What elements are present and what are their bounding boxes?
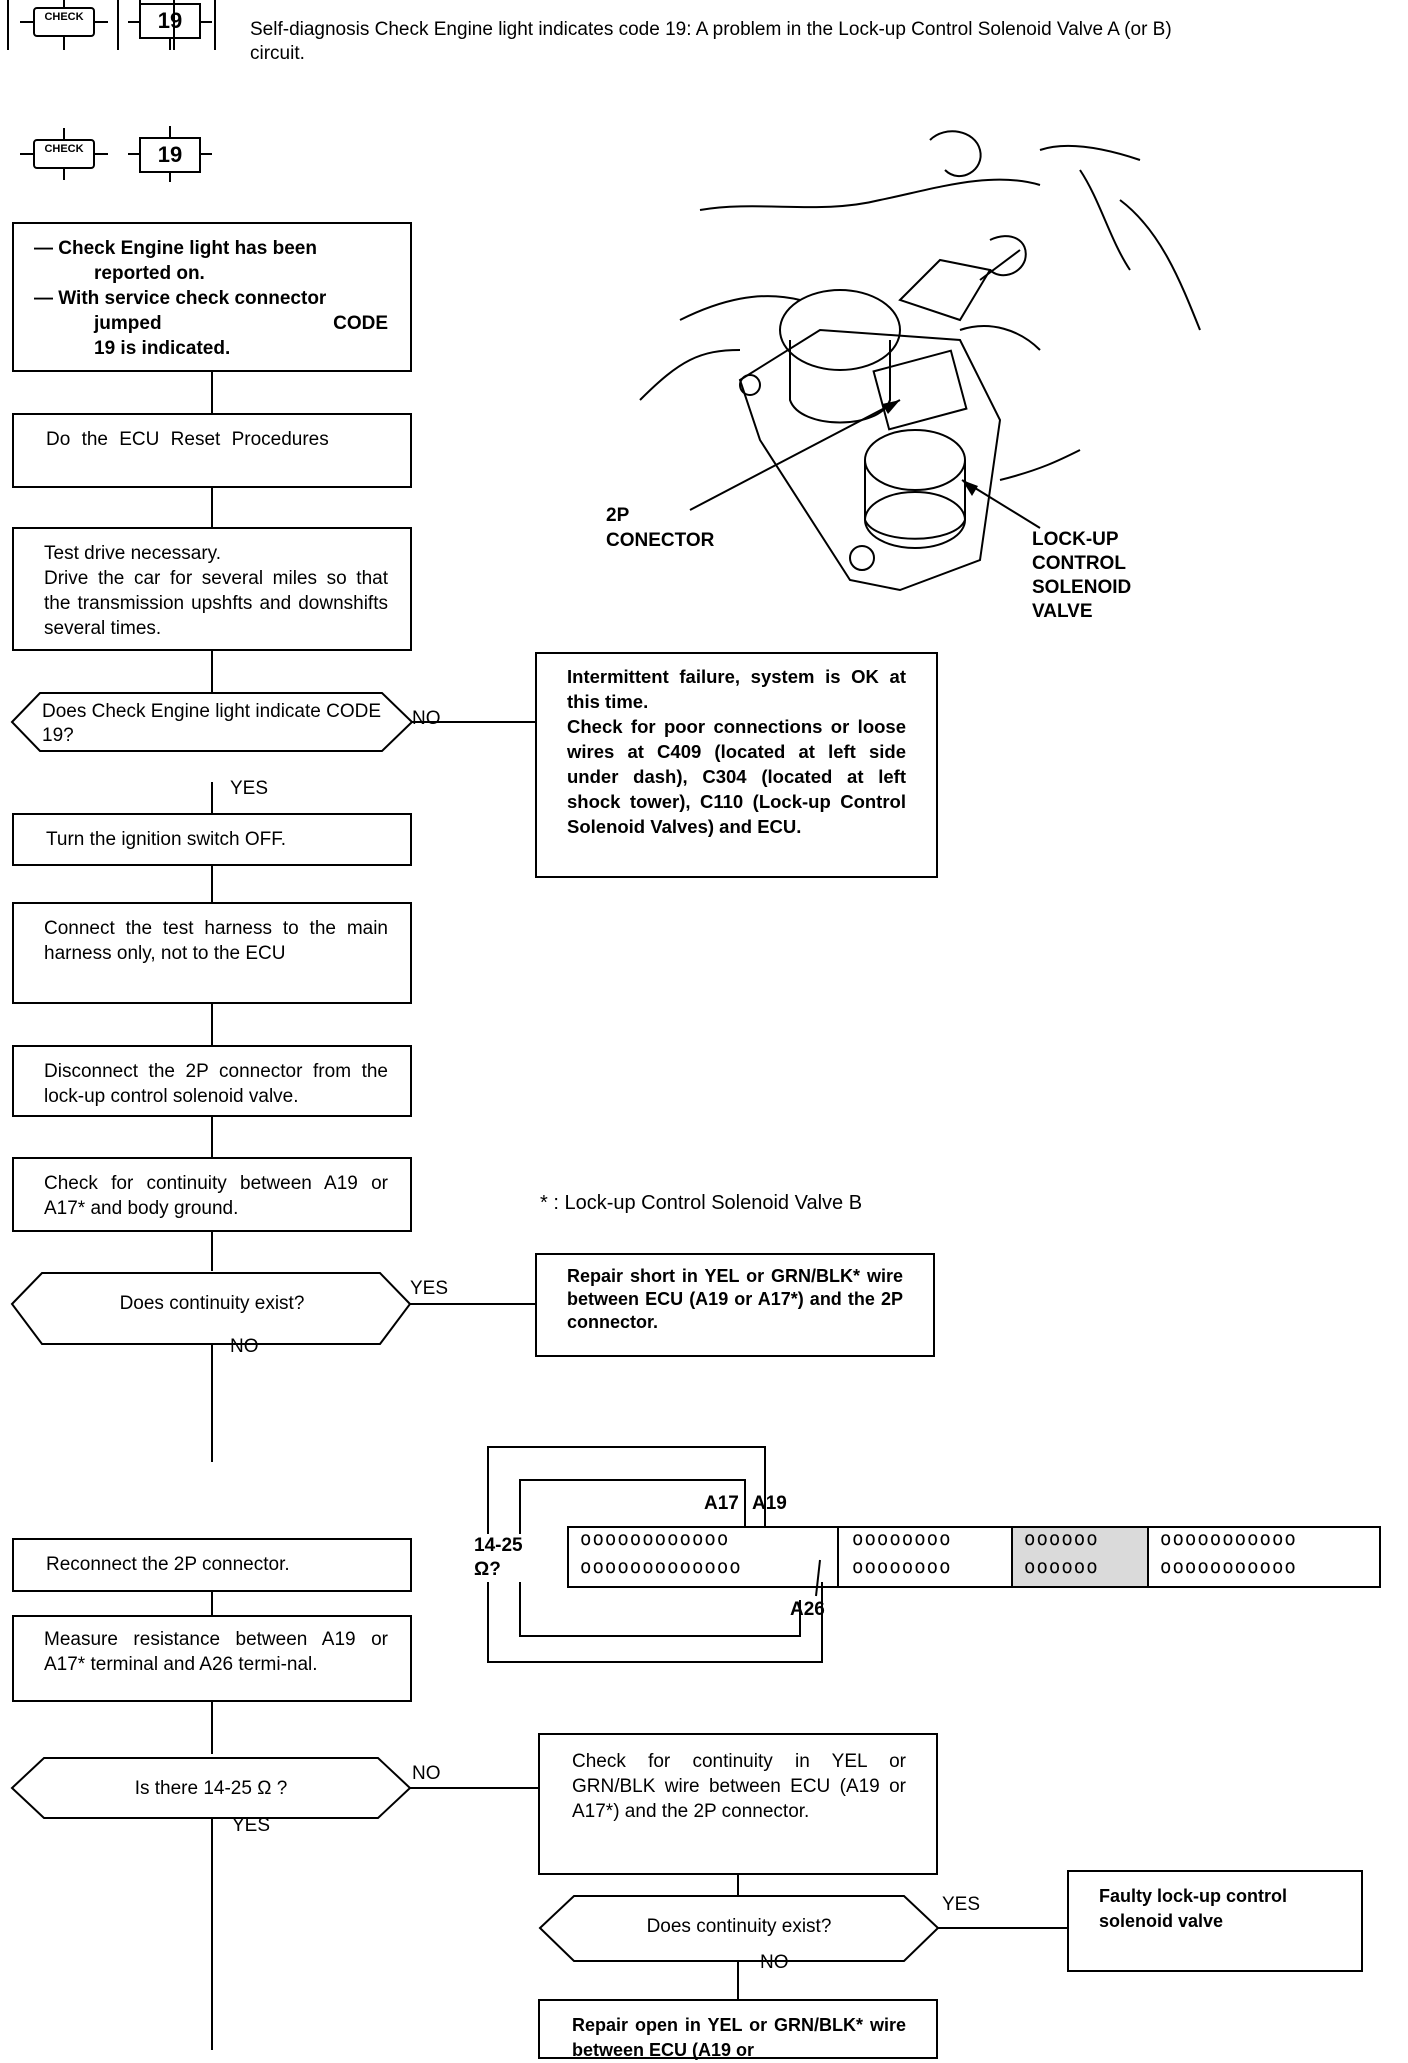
decision-3-no: NO bbox=[412, 1763, 441, 1784]
resistance-label: 14-25 Ω? bbox=[474, 1534, 523, 1582]
check-engine-icon-top bbox=[20, 0, 108, 50]
symptom-jumped: jumped bbox=[94, 313, 162, 334]
page-title: Self-diagnosis Check Engine light indica… bbox=[250, 18, 1408, 66]
label-lockup-valve: LOCK-UP CONTROL SOLENOID VALVE bbox=[1032, 529, 1132, 622]
connector-shaded-section bbox=[1013, 1528, 1147, 1586]
pin-row-b-bottom: oooooooo bbox=[852, 1556, 952, 1578]
pin-label-a26: A26 bbox=[790, 1599, 825, 1620]
connector-pinout-diagram bbox=[487, 1446, 1381, 1663]
decision-shape-2 bbox=[10, 1272, 412, 1345]
label-2p-connector: 2P CONECTOR bbox=[606, 505, 715, 551]
pin-label-a19: A19 bbox=[752, 1493, 787, 1514]
pin-row-a-top: oooooooooooo bbox=[580, 1528, 730, 1550]
faulty-valve-box: Faulty lock-up control solenoid valve bbox=[1067, 1870, 1363, 1972]
decision-2-text: Does continuity exist? bbox=[119, 1293, 305, 1314]
symptom-line-3: — With service check connector bbox=[34, 288, 327, 309]
pin-row-b-top: oooooooo bbox=[852, 1528, 952, 1550]
decision-4-no: NO bbox=[760, 1952, 789, 1973]
page-title-line-1: Self-diagnosis Check Engine light indica… bbox=[250, 19, 1172, 40]
symptom-line-2: reported on. bbox=[94, 263, 205, 284]
decision-3-yes: YES bbox=[232, 1815, 271, 1836]
pin-row-c-bottom: oooooo bbox=[1024, 1556, 1099, 1578]
code-badge-chart bbox=[128, 126, 212, 182]
intermittent-failure-box: Intermittent failure, system is OK at th… bbox=[535, 652, 938, 878]
code-badge-chart-text: 19 bbox=[157, 142, 183, 167]
decision-1-text: Does Check Engine light indicate CODE 19… bbox=[42, 701, 382, 746]
decision-4-text: Does continuity exist? bbox=[646, 1916, 832, 1937]
arrowhead-valve bbox=[962, 480, 978, 496]
decision-shape-4 bbox=[538, 1895, 940, 1962]
decision-1-yes: YES bbox=[230, 778, 269, 799]
decision-2-yes: YES bbox=[410, 1278, 449, 1299]
decision-shape-1 bbox=[10, 692, 414, 752]
step-symptom-box: — Check Engine light has been reported o… bbox=[12, 222, 412, 372]
check-icon-label-top: CHECK bbox=[44, 11, 84, 23]
repair-short-box: Repair short in YEL or GRN/BLK* wire bet… bbox=[535, 1253, 935, 1357]
check-engine-icon-chart bbox=[20, 128, 108, 180]
pin-row-a-bottom: ooooooooooooo bbox=[580, 1556, 742, 1578]
code-badge-top-text: 19 bbox=[157, 8, 183, 33]
step-reconnect-2p: Reconnect the 2P connector. bbox=[12, 1538, 412, 1592]
step-disconnect-2p: Disconnect the 2P connector from the loc… bbox=[12, 1045, 412, 1117]
step-measure-resistance: Measure resistance between A19 or A17* t… bbox=[12, 1615, 412, 1702]
decision-3-text: Is there 14-25 Ω ? bbox=[134, 1778, 288, 1799]
pin-row-d-top: ooooooooooo bbox=[1160, 1528, 1297, 1550]
decision-1-no: NO bbox=[412, 708, 441, 729]
step-ignition-off: Turn the ignition switch OFF. bbox=[12, 813, 412, 866]
footnote-valve-b: * : Lock-up Control Solenoid Valve B bbox=[540, 1192, 863, 1214]
step-check-continuity-ground: Check for continuity between A19 or A17*… bbox=[12, 1157, 412, 1232]
decision-4-yes: YES bbox=[942, 1894, 981, 1915]
step-connect-harness: Connect the test harness to the main har… bbox=[12, 902, 412, 1004]
decision-2-no: NO bbox=[230, 1336, 259, 1357]
repair-open-box: Repair open in YEL or GRN/BLK* wire betw… bbox=[538, 1999, 938, 2060]
symptom-code: CODE bbox=[333, 313, 388, 334]
solenoid-valve-illustration bbox=[639, 130, 1201, 592]
symptom-line-1: — Check Engine light has been bbox=[34, 238, 317, 259]
arrowhead-connector bbox=[882, 400, 900, 414]
pin-row-d-bottom: ooooooooooo bbox=[1160, 1556, 1297, 1578]
page-title-line-2: circuit. bbox=[250, 43, 305, 64]
step-ecu-reset: Do the ECU Reset Procedures bbox=[12, 413, 412, 488]
check-icon-label-chart: CHECK bbox=[44, 143, 84, 155]
code-badge-top bbox=[128, 0, 212, 50]
pin-label-a17: A17 bbox=[704, 1493, 739, 1514]
symptom-line-4: jumped CODE bbox=[34, 311, 388, 336]
symptom-line-5: 19 is indicated. bbox=[94, 338, 231, 359]
step-test-drive: Test drive necessary. Drive the car for … bbox=[12, 527, 412, 651]
check-open-continuity-box: Check for continuity in YEL or GRN/BLK w… bbox=[538, 1733, 938, 1875]
pin-row-c-top: oooooo bbox=[1024, 1528, 1099, 1550]
decision-shape-3 bbox=[10, 1757, 412, 1819]
